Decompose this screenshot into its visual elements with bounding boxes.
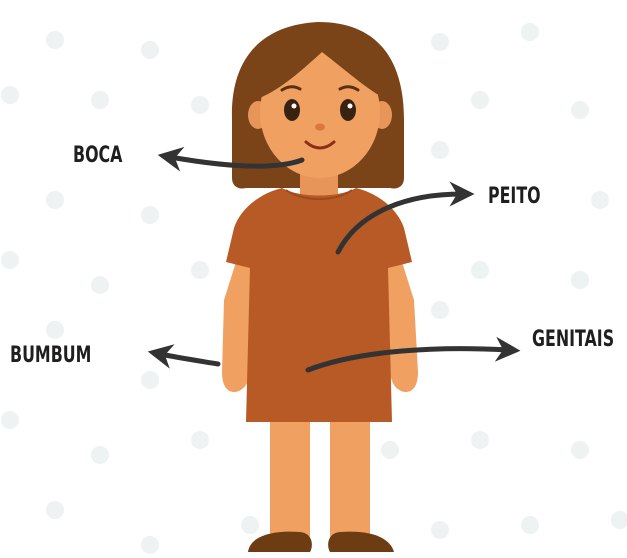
mouth-label: BOCA [73, 143, 122, 168]
chest-label: PEITO [488, 184, 541, 209]
left-eye-highlight [292, 104, 297, 109]
bottom-label: BUMBUM [10, 343, 91, 368]
right-shoe [328, 532, 394, 552]
left-eye [284, 99, 300, 121]
left-leg [270, 410, 310, 540]
dress [226, 188, 412, 422]
genitals-label: GENITAIS [532, 327, 614, 352]
left-shoe [248, 532, 312, 552]
right-arm [386, 262, 418, 392]
nose [315, 124, 325, 131]
right-eye [340, 99, 356, 121]
right-eye-highlight [348, 104, 353, 109]
arrow-to-bottom-label [160, 354, 218, 364]
right-leg [330, 410, 370, 540]
